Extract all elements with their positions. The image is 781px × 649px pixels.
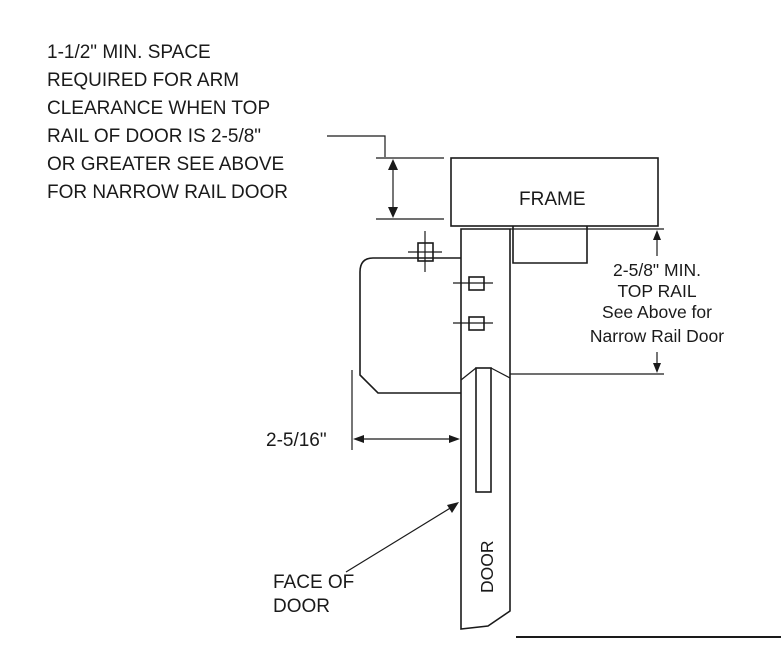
arm-clearance-note-line-6: FOR NARROW RAIL DOOR [47,182,288,203]
arm-clearance-note-line-5: OR GREATER SEE ABOVE [47,154,284,175]
top-rail-note-line-2: TOP RAIL [617,281,696,301]
face-of-door-leader [345,506,453,573]
closer-body [359,257,461,394]
frame: FRAME [450,157,659,264]
face-of-door-arrow [447,502,459,513]
arm-clearance-note: 1-1/2" MIN. SPACE REQUIRED FOR ARM CLEAR… [47,42,288,203]
door: DOOR [460,228,664,630]
top-rail-note-line-1: 2-5/8" MIN. [613,260,701,280]
face-of-door-line-1: FACE OF [273,572,354,593]
arm-clearance-dimension [376,157,444,220]
clearance-arrow-down [388,207,398,218]
face-of-door-line-2: DOOR [273,596,330,617]
frame-stop [512,226,588,264]
face-of-door-callout: FACE OF DOOR [273,502,459,617]
top-rail-dimension [510,230,664,375]
top-rail-note: 2-5/8" MIN. TOP RAIL See Above for Narro… [590,260,724,346]
top-rail-arrow-down [653,363,661,373]
arm-clearance-leader-line [327,135,386,157]
top-rail-note-line-3: See Above for [602,302,712,322]
door-bevel-right [490,367,511,379]
frame-head [450,157,659,227]
arm-clearance-note-line-3: CLEARANCE WHEN TOP [47,98,270,119]
frame-label: FRAME [519,189,586,210]
door-bevel-left [460,367,477,381]
top-rail-arrow-up [653,230,661,240]
arm-clearance-note-line-4: RAIL OF DOOR IS 2-5/8" [47,126,261,147]
top-rail-note-line-4: Narrow Rail Door [590,326,724,346]
arm-clearance-note-line-2: REQUIRED FOR ARM [47,70,239,91]
offset-dimension-label: 2-5/16" [266,430,327,451]
arm-clearance-note-line-1: 1-1/2" MIN. SPACE [47,42,211,63]
door-glass-slot [475,367,492,493]
offset-arrow-left [353,435,364,443]
clearance-arrow-up [388,159,398,170]
door-label: DOOR [477,541,497,594]
door-leaf [460,228,511,630]
offset-dimension: 2-5/16" [266,370,460,451]
offset-arrow-right [449,435,460,443]
door-closer [359,231,493,394]
